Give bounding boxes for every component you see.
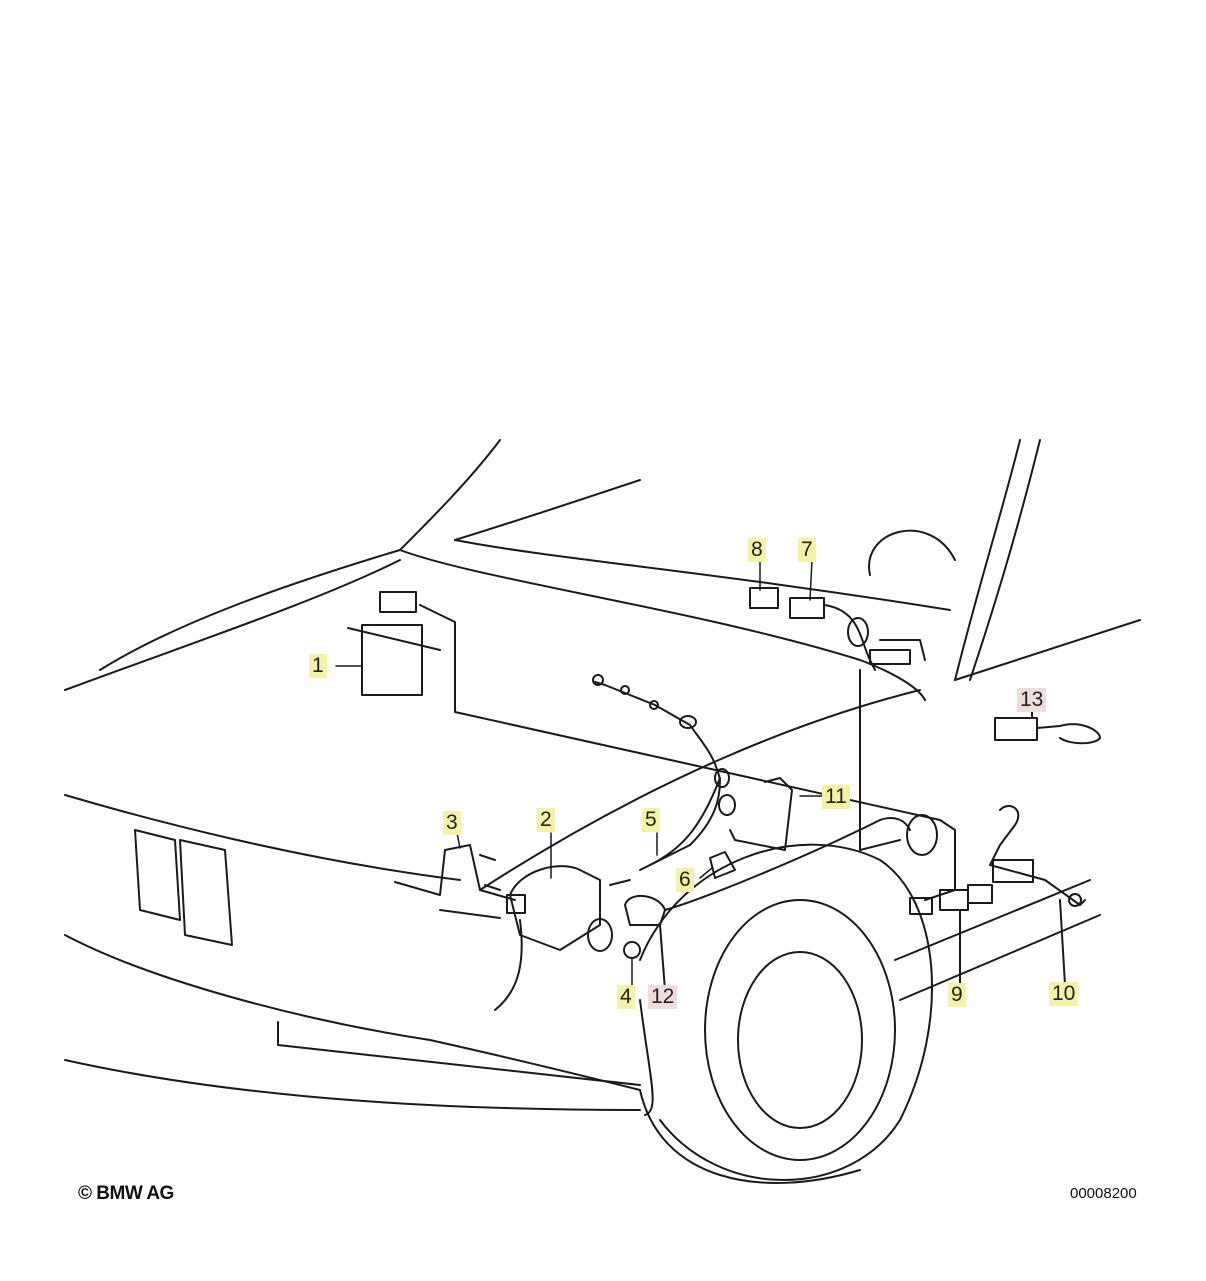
clip-part <box>709 851 736 879</box>
car-body-outline <box>64 439 1141 1184</box>
callout-11: 11 <box>822 785 850 809</box>
callout-5: 5 <box>642 808 660 832</box>
bracket-part <box>394 844 516 919</box>
wiring-connectors-top <box>749 587 926 851</box>
switch-parts <box>909 805 1086 986</box>
sensor-part <box>624 814 938 991</box>
nut-part <box>623 941 641 959</box>
callout-3: 3 <box>443 811 461 835</box>
copyright-text: © BMW AG <box>78 1183 174 1204</box>
callout-4: 4 <box>617 985 635 1009</box>
callout-13: 13 <box>1017 688 1047 712</box>
front-wheel <box>639 843 1101 1181</box>
callout-12: 12 <box>648 985 678 1009</box>
callout-9: 9 <box>948 983 966 1007</box>
callout-10: 10 <box>1049 982 1079 1006</box>
callout-7: 7 <box>798 538 816 562</box>
bowden-cable-part <box>592 674 736 886</box>
cable-bracket-part <box>729 777 793 851</box>
callout-6: 6 <box>676 868 694 892</box>
part-number-text: 00008200 <box>1070 1185 1137 1202</box>
leader-lines <box>335 559 1033 986</box>
headlights <box>134 829 233 946</box>
actuator-part <box>506 865 613 952</box>
plug-part <box>994 709 1101 745</box>
callout-8: 8 <box>748 538 766 562</box>
callout-1: 1 <box>309 654 327 678</box>
callout-2: 2 <box>537 808 555 832</box>
strut-dome <box>868 529 956 576</box>
